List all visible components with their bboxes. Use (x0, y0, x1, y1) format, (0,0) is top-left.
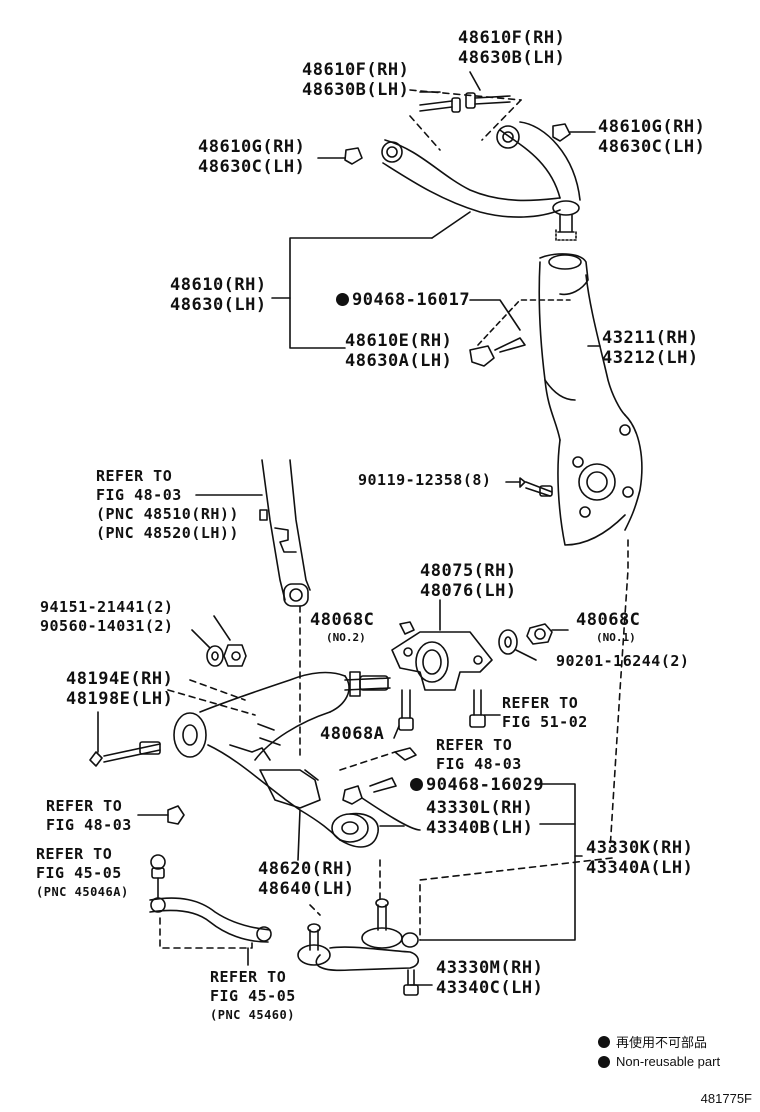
label-upper-bolt-top: 48610F(RH)48630B(LH) (458, 28, 566, 68)
label-cam-bolt: 48194E(RH)48198E(LH) (66, 669, 174, 709)
legend-english: Non-reusable part (598, 1054, 720, 1069)
leader-lower-arm (297, 809, 301, 861)
cam-dashed (167, 679, 256, 716)
stabilizer-link (149, 854, 321, 966)
cam-bolt (89, 711, 161, 767)
upper-ball-nut (469, 299, 571, 367)
leader-48068a (259, 737, 281, 746)
leader-bolt-top (469, 71, 481, 91)
upper-control-arm (381, 121, 581, 241)
label-nut-no1-sub: (NO.1) (596, 631, 636, 644)
label-nut-no2: 48068C (310, 610, 375, 630)
lower-ball-joint (297, 857, 613, 972)
label-ball-joint: 43330K(RH)43340A(LH) (586, 838, 694, 878)
nut-no2 (399, 621, 415, 635)
ball-joint-bracket (419, 783, 576, 941)
label-nut-no2-sub: (NO.2) (326, 631, 366, 644)
ball-joint-bolt (403, 969, 419, 996)
bolt-48068a (393, 689, 414, 739)
lower-nut (167, 805, 185, 825)
steering-knuckle (538, 253, 643, 546)
upper-arm-bolts (409, 89, 522, 151)
label-cotter-upper: 90468-16017 (336, 290, 470, 310)
lower-control-arm (173, 671, 379, 848)
label-ball-joint-bolt: 43330M(RH)43340C(LH) (436, 958, 544, 998)
knuckle-dashed-link (609, 539, 629, 851)
figure-id: 481775F (700, 1091, 752, 1106)
label-upper-arm: 48610(RH)48630(LH) (170, 275, 267, 315)
bushing-bracket (391, 599, 493, 691)
label-upper-nut-right: 48610G(RH)48630C(LH) (598, 117, 706, 157)
label-bushing-bracket: 48075(RH)48076(LH) (420, 561, 517, 601)
label-nut-no1: 48068C (576, 610, 641, 630)
stabilizer-bolt (394, 747, 417, 761)
non-reusable-marker (336, 293, 349, 306)
label-upper-bolt-left: 48610F(RH)48630B(LH) (302, 60, 410, 100)
label-washer-right: 90201-16244(2) (556, 652, 690, 670)
non-reusable-dot-icon (598, 1035, 610, 1048)
lower-arm-stud (344, 671, 391, 697)
knuckle-bolt (505, 477, 553, 497)
label-knuckle: 43211(RH)43212(LH) (602, 328, 699, 368)
legend-japanese: 再使用不可部品 (598, 1032, 707, 1051)
upper-arm-leader (431, 211, 471, 239)
bolt-refer-51 (469, 689, 501, 728)
label-upper-nut-left: 48610G(RH)48630C(LH) (198, 137, 306, 177)
nut-no1-washer (498, 623, 569, 661)
label-knuckle-bolt: 90119-12358(8) (358, 471, 492, 489)
stabilizer-dashed (339, 751, 396, 771)
washers-left (191, 615, 247, 667)
label-cotter-lower: 90468-16029 (410, 775, 544, 795)
label-bolt-48068a: 48068A (320, 724, 385, 744)
upper-arm-bracket (289, 237, 433, 349)
non-reusable-dot-icon (598, 1055, 610, 1068)
label-lower-arm: 48620(RH)48640(LH) (258, 859, 355, 899)
label-lower-ball-nut: 43330L(RH)43340B(LH) (426, 798, 534, 838)
label-washer-pair: 94151-21441(2)90560-14031(2) (40, 598, 174, 635)
strut-lower (259, 459, 311, 607)
label-upper-ball-nut: 48610E(RH)48630A(LH) (345, 331, 453, 371)
lower-ball-nut (342, 777, 421, 831)
non-reusable-marker (410, 778, 423, 791)
